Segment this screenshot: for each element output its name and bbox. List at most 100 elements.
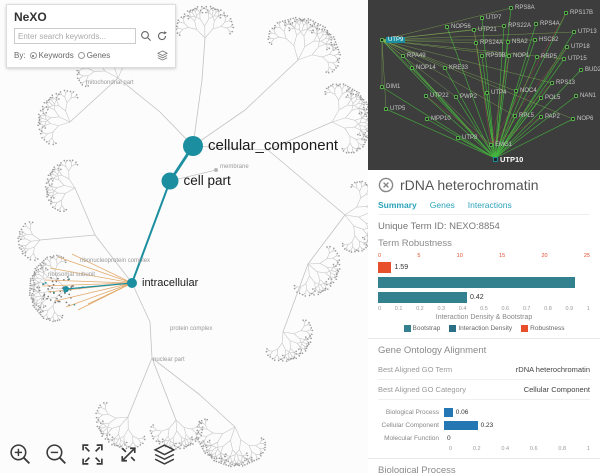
network-node[interactable]: RPS17B <box>564 10 593 16</box>
axis-tick: 1 <box>586 446 590 452</box>
tree-label-cell-part[interactable]: cell part <box>183 173 231 189</box>
detail-tabs: Summary Genes Interactions <box>378 200 590 215</box>
gene-node-icon <box>410 66 414 70</box>
network-node[interactable]: RPA49 <box>401 53 426 59</box>
tab-genes[interactable]: Genes <box>429 200 455 210</box>
go-category-value: Cellular Component <box>523 385 590 394</box>
search-icon[interactable] <box>140 30 152 42</box>
network-node[interactable]: RPS9B <box>480 53 506 59</box>
gene-node-icon <box>380 85 384 89</box>
fit-to-screen-button[interactable] <box>80 441 106 467</box>
tree-label-cellular-component[interactable]: cellular_component <box>208 137 339 155</box>
network-node[interactable]: UTP10 <box>493 155 523 164</box>
network-node[interactable]: RPL5 <box>513 113 534 119</box>
network-node[interactable]: EMG1 <box>489 142 512 148</box>
network-node[interactable]: UTP21 <box>472 27 497 33</box>
network-node[interactable]: UTP8 <box>456 135 477 141</box>
gene-node-label: RPS24A <box>480 40 504 46</box>
zoom-out-button[interactable] <box>44 441 70 467</box>
gene-node-label: UTP7 <box>486 15 502 21</box>
gene-node-label: NOP14 <box>416 65 436 71</box>
network-node[interactable]: KRE33 <box>443 65 468 71</box>
gene-node-icon <box>535 55 539 59</box>
network-node[interactable]: NOP56 <box>445 24 471 30</box>
network-node[interactable]: RPS24A <box>474 40 503 46</box>
gene-node-icon <box>507 54 511 58</box>
tree-minor-label: protein complex <box>170 326 213 332</box>
network-node[interactable]: PAP2 <box>539 114 560 120</box>
go-category-label: Biological Process <box>385 409 439 416</box>
gene-node-label: UTP5 <box>390 106 406 112</box>
axis-tick: 0.2 <box>472 446 481 452</box>
legend-swatch <box>521 325 529 332</box>
network-node[interactable]: POL5 <box>539 95 560 101</box>
gene-node-icon <box>539 115 543 119</box>
close-icon[interactable] <box>378 177 394 193</box>
network-node[interactable]: DIM1 <box>380 84 400 90</box>
gene-node-label: RPS22A <box>508 23 532 29</box>
tab-summary[interactable]: Summary <box>378 200 417 210</box>
radio-keywords-circle[interactable] <box>29 52 37 59</box>
network-node[interactable]: MPP10 <box>425 116 451 122</box>
network-node[interactable]: PWP2 <box>454 94 477 100</box>
radio-genes-circle[interactable] <box>77 52 85 59</box>
network-node[interactable]: NSA2 <box>506 39 528 45</box>
diagonal-arrows-icon[interactable] <box>116 441 142 467</box>
network-node[interactable]: UTP18 <box>565 44 590 50</box>
network-node[interactable]: RRP5 <box>535 54 557 60</box>
go-alignment-heading: Gene Ontology Alignment <box>378 345 487 356</box>
network-node[interactable]: RPS22A <box>502 23 531 29</box>
gene-node-label: UTP9 <box>386 37 406 43</box>
tree-canvas[interactable] <box>0 0 368 473</box>
network-node[interactable]: UTP4 <box>485 90 506 96</box>
gene-node-label: NOP6 <box>577 116 594 122</box>
go-bar <box>444 421 478 430</box>
network-node[interactable]: NOP6 <box>571 116 593 122</box>
unique-term-id: Unique Term ID: NEXO:8854 <box>378 221 500 232</box>
gene-node-label: KRE33 <box>449 65 469 71</box>
tree-minor-label: nuclear part <box>153 357 185 363</box>
refresh-icon[interactable] <box>156 30 168 42</box>
search-input[interactable] <box>14 28 136 44</box>
network-node[interactable]: UTP15 <box>562 56 587 62</box>
axis-tick: 0.2 <box>416 306 424 312</box>
tree-node-intracellular[interactable] <box>127 278 137 288</box>
network-node[interactable]: UTP7 <box>480 15 501 21</box>
tree-node-cell-part[interactable] <box>161 172 179 190</box>
network-node[interactable]: UTP9 <box>380 37 406 43</box>
network-node[interactable]: UTP5 <box>384 106 405 112</box>
layers-button[interactable] <box>152 441 178 467</box>
gene-node-icon <box>425 117 429 121</box>
network-node[interactable]: NAN1 <box>574 93 596 99</box>
axis-tick: 0.4 <box>501 446 510 452</box>
tree-label-intracellular[interactable]: intracellular <box>142 276 199 289</box>
network-node[interactable]: UTP13 <box>572 29 597 35</box>
radio-genes[interactable]: Genes <box>77 51 110 60</box>
tree-minor-label: ribosomal subunit <box>48 272 96 278</box>
network-node[interactable]: RPS4A <box>534 21 560 27</box>
gene-node-icon <box>509 6 513 10</box>
gene-node-label: RPL5 <box>519 113 535 119</box>
gene-node-icon <box>424 94 428 98</box>
tab-interactions[interactable]: Interactions <box>467 200 512 210</box>
network-node[interactable]: NOP1 <box>507 53 529 59</box>
network-node[interactable]: RPS13 <box>550 80 575 86</box>
app-title: NeXO <box>14 10 47 24</box>
network-node[interactable]: HSC82 <box>533 37 558 43</box>
gene-node-label: DIM1 <box>386 84 401 90</box>
gene-node-label: UTP13 <box>578 29 597 35</box>
network-node[interactable]: NOP14 <box>410 65 436 71</box>
tree-node-cellular-component[interactable] <box>183 136 203 156</box>
axis-tick: 20 <box>541 253 548 259</box>
layers-small-icon[interactable] <box>157 50 168 61</box>
network-node[interactable]: RPS8A <box>509 5 535 11</box>
network-node[interactable]: UTP22 <box>424 93 449 99</box>
radio-keywords[interactable]: Keywords <box>29 51 74 60</box>
zoom-in-button[interactable] <box>8 441 34 467</box>
network-node[interactable]: BUD21 <box>579 67 600 73</box>
gene-node-label: RRP5 <box>541 54 558 60</box>
network-node[interactable]: NOC4 <box>514 88 537 94</box>
